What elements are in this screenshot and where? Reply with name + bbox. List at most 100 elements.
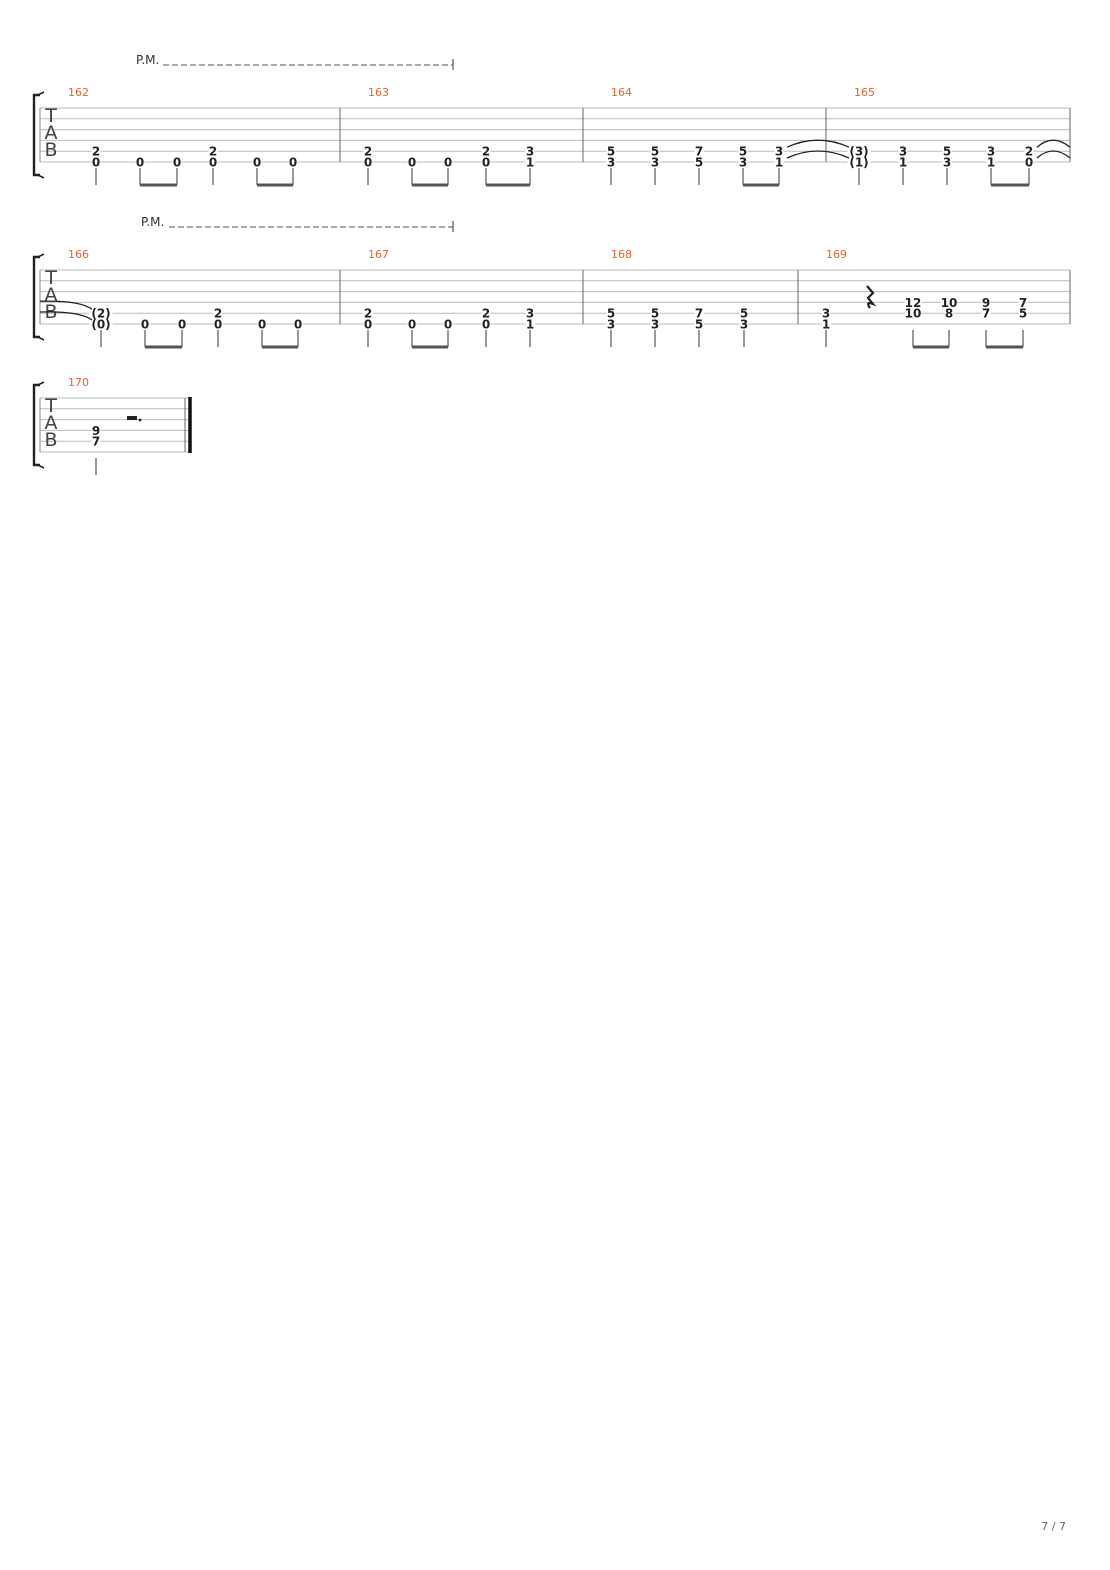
fret-number: 2 [92, 145, 100, 159]
fret-number: 3 [943, 156, 951, 170]
fret-number: 0 [141, 318, 149, 332]
fret-number: 0 [289, 156, 297, 170]
fret-number: 8 [945, 307, 953, 321]
fret-background [739, 319, 749, 329]
fret-background [257, 319, 267, 329]
fret-number: 3 [651, 156, 659, 170]
fret-background [981, 297, 991, 308]
fret-number: 0 [408, 156, 416, 170]
fret-background [606, 157, 616, 167]
fret-background [694, 308, 704, 319]
fret-background [898, 146, 908, 157]
fret-number: 7 [695, 307, 703, 321]
fret-number: (0) [91, 318, 110, 332]
tab-clef-letter: A [45, 412, 58, 434]
fret-number: 0 [1025, 156, 1033, 170]
fret-background [942, 146, 952, 157]
fret-number: 5 [943, 145, 951, 159]
fret-number: 3 [987, 145, 995, 159]
fret-background [252, 157, 262, 167]
fret-background [986, 157, 996, 167]
fret-number: 3 [899, 145, 907, 159]
fret-number: 3 [607, 156, 615, 170]
fret-number: 0 [364, 156, 372, 170]
fret-number: 0 [253, 156, 261, 170]
quarter-rest-icon [866, 285, 877, 309]
bracket-serif [37, 381, 45, 386]
fret-background [481, 319, 491, 329]
tab-clef-letter: T [44, 105, 57, 127]
fret-background [481, 157, 491, 167]
fret-background [981, 308, 991, 319]
fret-background [91, 425, 101, 436]
fret-background [91, 436, 101, 447]
fret-number: 3 [607, 318, 615, 332]
fret-background [407, 157, 417, 167]
fret-number: 2 [1025, 145, 1033, 159]
fret-number: 2 [364, 307, 372, 321]
fret-background [89, 308, 113, 319]
fret-number: 7 [92, 435, 100, 449]
fret-background [898, 157, 908, 167]
fret-number: 5 [695, 318, 703, 332]
fret-background [140, 319, 150, 329]
bracket-serif [37, 174, 45, 179]
fret-background [650, 146, 660, 157]
fret-number: 0 [92, 156, 100, 170]
fret-number: 7 [982, 307, 990, 321]
fret-background [443, 319, 453, 329]
measure-number: 163 [368, 86, 389, 99]
fret-background [821, 319, 831, 329]
fret-background [905, 297, 921, 308]
fret-number: 0 [408, 318, 416, 332]
fret-background [1018, 308, 1028, 319]
fret-number: 5 [740, 307, 748, 321]
page-number: 7 / 7 [1041, 1520, 1066, 1533]
system-bracket [32, 383, 40, 467]
fret-number: 2 [364, 145, 372, 159]
fret-background [606, 146, 616, 157]
fret-background [941, 297, 957, 308]
measure-number: 162 [68, 86, 89, 99]
fret-background [481, 308, 491, 319]
system-bracket [32, 255, 40, 339]
tie-arc [39, 311, 93, 321]
fret-background [443, 157, 453, 167]
fret-background [91, 157, 101, 167]
measure-number: 169 [826, 248, 847, 261]
fret-number: 0 [444, 156, 452, 170]
fret-number: 5 [651, 307, 659, 321]
fret-number: 3 [651, 318, 659, 332]
measure-number: 167 [368, 248, 389, 261]
fret-number: 0 [444, 318, 452, 332]
fret-number: 3 [740, 318, 748, 332]
fret-background [481, 146, 491, 157]
measure-number: 170 [68, 376, 89, 389]
fret-background [525, 319, 535, 329]
half-rest-icon [127, 416, 137, 420]
fret-background [208, 146, 218, 157]
tie-arc [786, 139, 850, 148]
fret-background [738, 157, 748, 167]
fret-number: 0 [209, 156, 217, 170]
fret-background [650, 157, 660, 167]
fret-background [213, 308, 223, 319]
fret-number: 0 [482, 318, 490, 332]
bracket-serif [37, 253, 45, 258]
tie-arc [786, 150, 850, 159]
fret-background [847, 146, 871, 157]
fret-number: 0 [482, 156, 490, 170]
fret-background [89, 319, 113, 329]
fret-number: 2 [214, 307, 222, 321]
fret-background [91, 146, 101, 157]
tie-arc [1036, 139, 1071, 148]
fret-number: 5 [695, 156, 703, 170]
fret-number: 2 [209, 145, 217, 159]
fret-background [208, 157, 218, 167]
fret-number: 3 [822, 307, 830, 321]
fret-number: 0 [178, 318, 186, 332]
fret-background [213, 319, 223, 329]
measure-number: 168 [611, 248, 632, 261]
